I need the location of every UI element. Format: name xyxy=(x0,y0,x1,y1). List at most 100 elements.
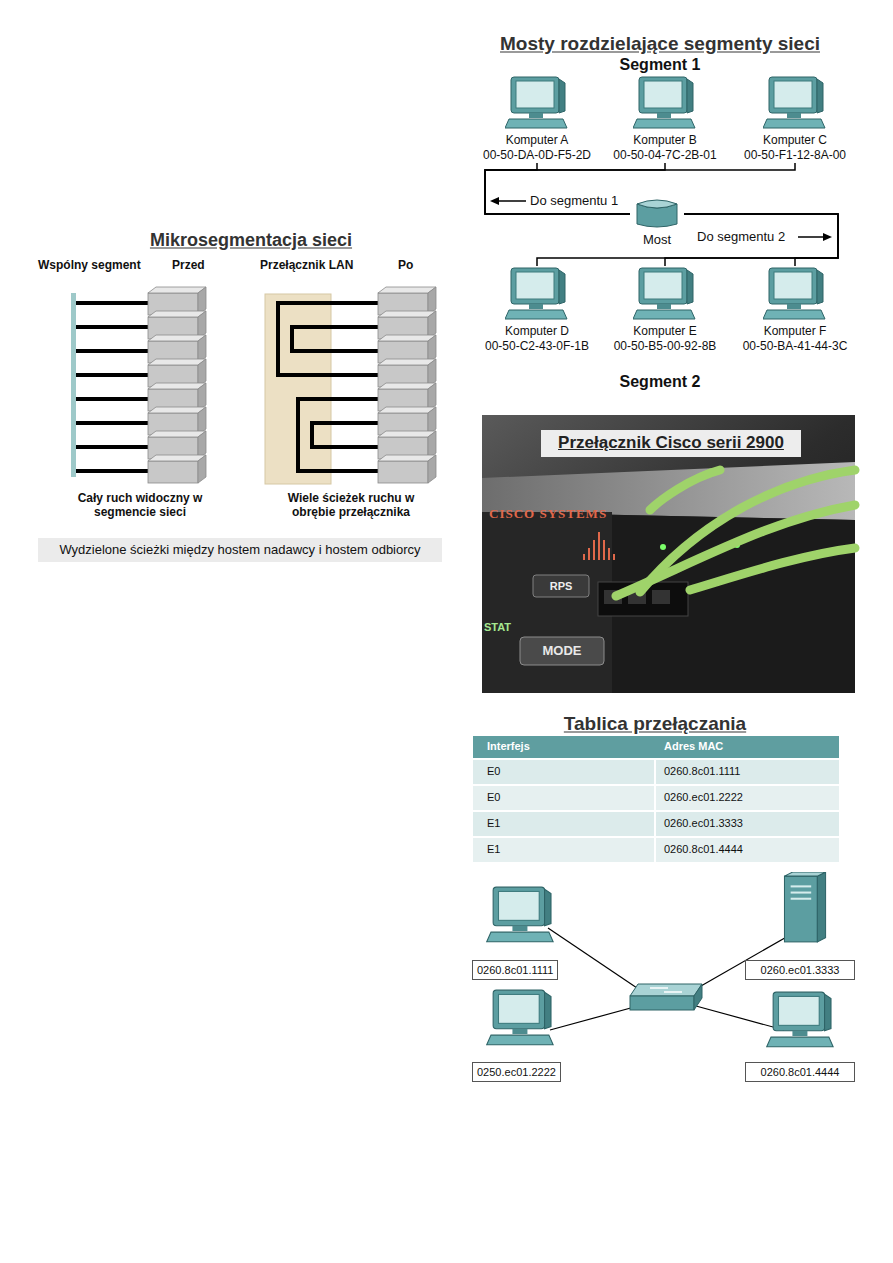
icon-space xyxy=(730,266,860,324)
node-title: Komputer C xyxy=(730,133,860,148)
table-header-cell: Adres MAC xyxy=(664,740,814,753)
section-title: Mikrosegmentacja sieci xyxy=(106,230,396,252)
icon-space xyxy=(600,75,730,133)
computer-icon xyxy=(505,77,567,128)
icon-space xyxy=(730,75,860,133)
node-title: Komputer F xyxy=(730,324,860,339)
figure-caption: Wydzielone ścieżki między hostem nadawcy… xyxy=(38,539,442,561)
host-stack xyxy=(148,287,206,483)
mac-address-box: 0260.8c01.1111 xyxy=(472,960,558,980)
computer-node: Komputer B00-50-04-7C-2B-01 xyxy=(600,75,730,163)
switched-paths xyxy=(278,303,380,471)
node-title: 0260.ec01.3333 xyxy=(750,963,850,977)
mac-address-box: 0260.ec01.3333 xyxy=(745,960,855,980)
caption-band xyxy=(38,538,442,562)
node-title: Komputer A xyxy=(472,133,602,148)
network-link xyxy=(665,214,838,266)
button-label: MODE xyxy=(520,638,604,664)
network-link xyxy=(537,214,838,266)
column-header: Przed xyxy=(172,258,220,272)
computer-node: Komputer F00-50-BA-41-44-3C xyxy=(730,266,860,354)
server-icon xyxy=(784,872,825,942)
table-cell: 0260.ec01.2222 xyxy=(664,791,814,804)
node-detail: 00-50-B5-00-92-8B xyxy=(600,339,730,354)
table-header-cell: Interfejs xyxy=(487,740,637,753)
host-stack xyxy=(378,287,436,483)
computer-icon xyxy=(767,992,833,1047)
section-title: Mosty rozdzielające segmenty sieci xyxy=(478,33,842,56)
table-cell: 0260.8c01.1111 xyxy=(664,765,814,778)
table-cell: E0 xyxy=(487,791,637,804)
section-title: Tablica przełączania xyxy=(480,713,830,736)
device-bezel xyxy=(482,512,612,693)
figure-note: Wiele ścieżek ruchu w obrębie przełączni… xyxy=(268,491,434,520)
audio-logo xyxy=(584,532,614,560)
status-led xyxy=(660,544,666,550)
mode-button xyxy=(520,637,604,665)
button-label: RPS xyxy=(533,576,589,596)
direction-label: Do segmentu 1 xyxy=(530,193,630,209)
icon-space xyxy=(600,266,730,324)
node-detail: 00-50-F1-12-8A-00 xyxy=(730,148,860,163)
table-cell: E0 xyxy=(487,765,637,778)
node-title: 0250.ec01.2222 xyxy=(477,1065,556,1079)
switch-photo xyxy=(482,415,855,693)
node-title: Most xyxy=(630,232,684,247)
computer-icon xyxy=(763,268,825,319)
column-header: Przełącznik LAN xyxy=(260,258,375,272)
computer-icon xyxy=(487,887,553,942)
led-label: STAT xyxy=(484,621,524,634)
node-detail: 00-50-04-7C-2B-01 xyxy=(600,148,730,163)
table-cell: 0260.ec01.3333 xyxy=(664,817,814,830)
computer-node: Komputer C00-50-F1-12-8A-00 xyxy=(730,75,860,163)
computer-node: Komputer D00-50-C2-43-0F-1B xyxy=(472,266,602,354)
icon-space xyxy=(472,75,602,133)
table-cell: E1 xyxy=(487,843,637,856)
computer-icon xyxy=(763,77,825,128)
node-detail: 00-50-BA-41-44-3C xyxy=(730,339,860,354)
column-header: Wspólny segment xyxy=(38,258,158,272)
photo-background xyxy=(482,415,855,693)
computer-node: Komputer E00-50-B5-00-92-8B xyxy=(600,266,730,354)
mac-address-box: 0260.8c01.4444 xyxy=(745,1062,855,1082)
network-link xyxy=(485,163,795,214)
segment-label: Segment 1 xyxy=(610,55,710,74)
icon-space xyxy=(630,196,684,232)
host-links xyxy=(76,303,150,471)
figure-note: Cały ruch widoczny w segmencie sieci xyxy=(62,491,218,520)
node-title: 0260.8c01.4444 xyxy=(750,1065,850,1079)
network-link xyxy=(684,214,838,266)
bridge-node: Most xyxy=(630,196,684,247)
title-plate xyxy=(541,430,801,457)
brand-label: CISCO SYSTEMS xyxy=(489,506,607,522)
direction-arrow xyxy=(490,197,526,205)
column-header: Po xyxy=(398,258,426,272)
bridge-icon xyxy=(637,200,677,227)
table-cell: E1 xyxy=(487,817,637,830)
switch-icon xyxy=(630,984,702,1010)
mac-address-box: 0250.ec01.2222 xyxy=(472,1062,561,1082)
node-title: Komputer B xyxy=(600,133,730,148)
node-title: 0260.8c01.1111 xyxy=(477,963,553,977)
direction-arrow xyxy=(798,233,832,241)
shared-segment-bar xyxy=(71,293,76,477)
computer-icon xyxy=(505,268,567,319)
node-title: Komputer D xyxy=(472,324,602,339)
computer-icon xyxy=(487,990,553,1045)
direction-label: Do segmentu 2 xyxy=(697,229,795,245)
icon-space xyxy=(472,266,602,324)
computer-icon xyxy=(633,268,695,319)
photo-title: Przełącznik Cisco serii 2900 xyxy=(541,430,801,456)
node-detail: 00-50-C2-43-0F-1B xyxy=(472,339,602,354)
switching-table xyxy=(473,736,839,862)
table-header xyxy=(473,736,839,758)
segment-label: Segment 2 xyxy=(610,372,710,391)
computer-node: Komputer A00-50-DA-0D-F5-2D xyxy=(472,75,602,163)
device-front xyxy=(482,512,855,693)
rps-button xyxy=(533,575,589,597)
table-cell: 0260.8c01.4444 xyxy=(664,843,814,856)
node-detail: 00-50-DA-0D-F5-2D xyxy=(472,148,602,163)
column-divider xyxy=(654,760,656,862)
network-cables xyxy=(616,470,855,596)
